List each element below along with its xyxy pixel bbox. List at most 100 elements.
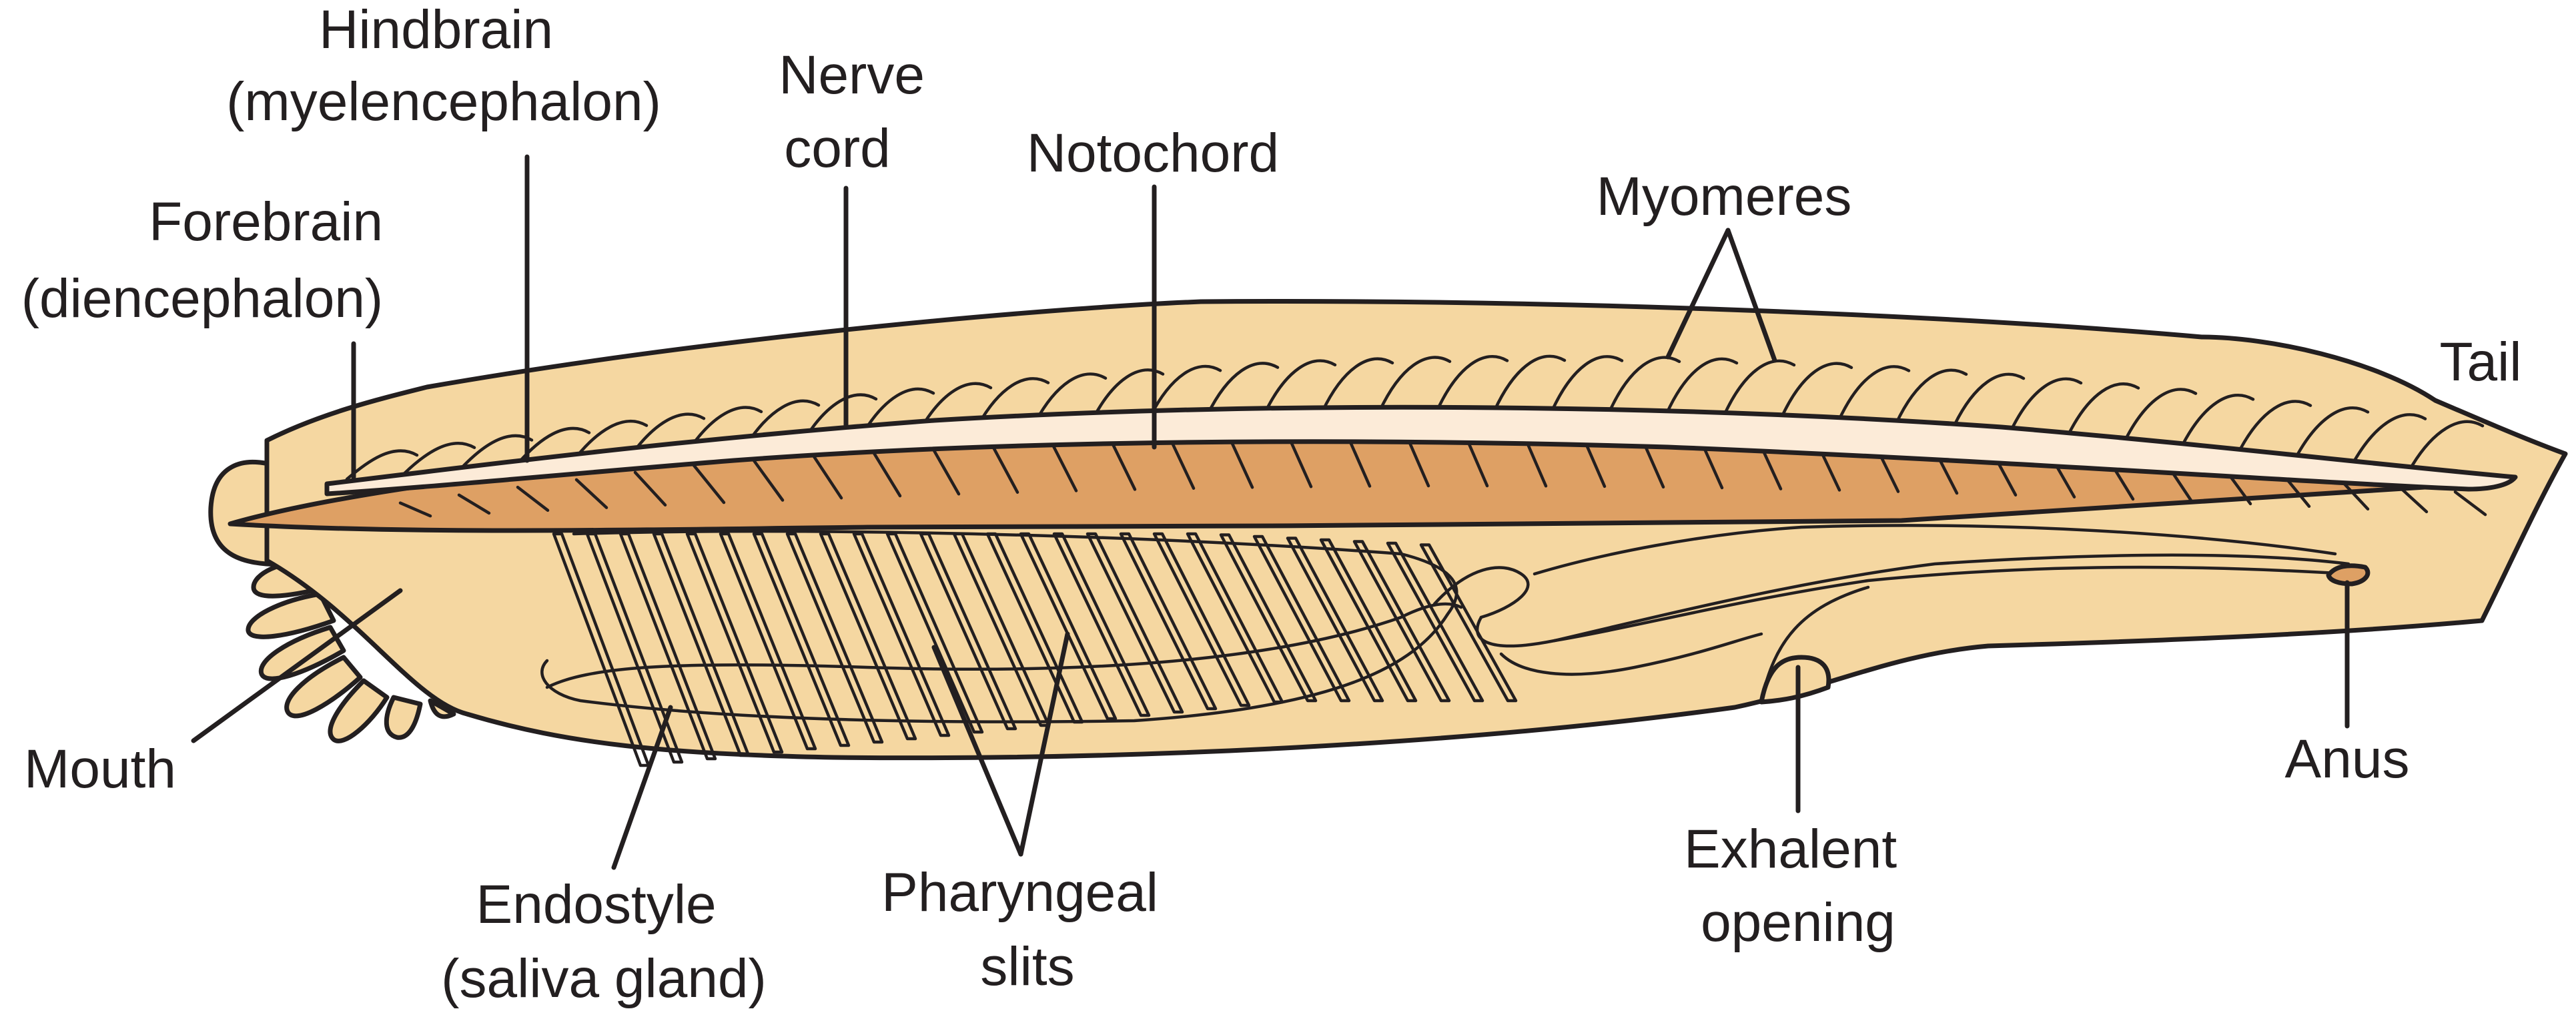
gill-slit bbox=[1086, 532, 1184, 714]
myomere bbox=[1378, 356, 1452, 412]
gill-slit bbox=[685, 532, 784, 754]
endostyle-label-line1: Endostyle bbox=[476, 874, 717, 935]
myomere bbox=[2411, 420, 2485, 466]
endostyle-leader bbox=[611, 705, 673, 870]
gill-slit bbox=[752, 532, 851, 747]
forebrain-label-line2: (diencephalon) bbox=[21, 268, 384, 329]
myomere bbox=[1607, 356, 1681, 414]
myomere bbox=[1320, 357, 1394, 413]
gill-slit bbox=[885, 532, 984, 734]
nerve-cord bbox=[324, 404, 2518, 496]
nerve-cord-label-line2: cord bbox=[784, 118, 891, 179]
notochord-segment bbox=[574, 478, 608, 509]
myomeres-leader-1 bbox=[1665, 228, 1731, 360]
myomere bbox=[1206, 362, 1280, 416]
gill-slit bbox=[1052, 532, 1151, 717]
myomere bbox=[2296, 406, 2370, 456]
notochord-segment bbox=[516, 485, 550, 512]
tail-label-line1: Tail bbox=[2439, 332, 2521, 392]
gill-slit bbox=[985, 532, 1084, 724]
mouth-label: Mouth bbox=[24, 739, 176, 799]
notochord-label: Notochord bbox=[1027, 123, 1279, 184]
notochord-segment bbox=[868, 445, 902, 498]
hindbrain-label: Hindbrain (myelencephalon) bbox=[226, 0, 661, 132]
anus-label-line1: Anus bbox=[2285, 729, 2410, 789]
myomere bbox=[976, 377, 1050, 427]
notochord-label-line1: Notochord bbox=[1027, 123, 1279, 184]
gill-slit bbox=[852, 532, 951, 737]
exhalent-opening-label: Exhalent opening bbox=[1684, 819, 1912, 953]
notochord-segment bbox=[2453, 490, 2487, 517]
myomere bbox=[632, 412, 706, 453]
myomere bbox=[1263, 359, 1337, 414]
forebrain-label: Forebrain (diencephalon) bbox=[21, 192, 398, 329]
myomere bbox=[2238, 400, 2312, 450]
exhalent-opening bbox=[1759, 655, 1831, 705]
pharyngeal-slits-leader-1 bbox=[931, 645, 1023, 857]
leader-lines bbox=[191, 154, 2350, 870]
myomeres-leader-2 bbox=[1725, 228, 1777, 363]
myomere bbox=[1952, 372, 2026, 428]
gill-slit bbox=[719, 532, 817, 751]
notochord-segment bbox=[457, 493, 491, 515]
mouth-label-line1: Mouth bbox=[24, 739, 176, 799]
gut bbox=[1432, 524, 2371, 703]
myomere bbox=[2066, 382, 2140, 436]
gill-slit bbox=[1186, 532, 1284, 704]
exhalent-opening-label-line1: Exhalent bbox=[1684, 819, 1897, 880]
gill-slit bbox=[1119, 532, 1218, 711]
nerve-cord-label: Nerve cord bbox=[779, 45, 940, 179]
myomere bbox=[1722, 359, 1796, 417]
myomere bbox=[2124, 388, 2198, 441]
myomere bbox=[804, 393, 878, 439]
gill-slit bbox=[919, 532, 1017, 731]
gill-slit bbox=[1219, 533, 1318, 703]
oral-cirri bbox=[246, 558, 456, 743]
myomere bbox=[1550, 355, 1624, 413]
myomere bbox=[1837, 365, 1911, 422]
mouth-leader bbox=[191, 588, 403, 743]
myomere bbox=[1894, 368, 1968, 425]
notochord-segment bbox=[2395, 482, 2429, 514]
myomere bbox=[1665, 357, 1739, 415]
myomere bbox=[1435, 355, 1509, 412]
nerve-cord-label-line1: Nerve bbox=[779, 45, 925, 105]
gill-slit bbox=[1419, 543, 1518, 703]
myomere bbox=[1033, 372, 1108, 424]
pharyngeal-slits-label-line1: Pharyngeal bbox=[881, 862, 1158, 923]
notochord-segment bbox=[398, 501, 432, 518]
gill-slit bbox=[585, 532, 684, 764]
endostyle-label-line2: (saliva gland) bbox=[441, 948, 767, 1009]
myomeres-label: Myomeres bbox=[1597, 166, 1852, 227]
myomere bbox=[1492, 354, 1567, 412]
myomere bbox=[919, 382, 993, 430]
myomere bbox=[1779, 362, 1853, 420]
endostyle-label: Endostyle (saliva gland) bbox=[441, 874, 767, 1009]
gill-slit bbox=[1252, 535, 1351, 703]
notochord-segment bbox=[751, 457, 785, 502]
myomere bbox=[689, 406, 763, 448]
myomere bbox=[574, 420, 649, 458]
myomere bbox=[2353, 413, 2427, 461]
myomere bbox=[1148, 364, 1222, 418]
gill-slit bbox=[652, 532, 751, 757]
myomere bbox=[747, 399, 821, 444]
labels: Hindbrain (myelencephalon) Forebrain (di… bbox=[21, 0, 2522, 1009]
myomere bbox=[2181, 394, 2255, 446]
myomeres-label-line1: Myomeres bbox=[1597, 166, 1852, 227]
hindbrain-label-line1: Hindbrain bbox=[319, 0, 553, 60]
pharynx bbox=[540, 530, 1518, 767]
anus-label: Anus bbox=[2285, 729, 2410, 789]
pharyngeal-slits bbox=[552, 532, 1518, 767]
tail-label: Tail bbox=[2439, 332, 2521, 392]
exhalent-opening-label-line2: opening bbox=[1701, 892, 1895, 953]
myomere bbox=[861, 387, 935, 434]
notochord-segment bbox=[692, 464, 726, 504]
anus bbox=[2326, 563, 2371, 587]
gill-slit bbox=[1319, 538, 1418, 703]
gill-slit bbox=[1286, 537, 1384, 703]
gill-slit bbox=[819, 532, 917, 741]
hindbrain-label-line2: (myelencephalon) bbox=[226, 71, 661, 132]
notochord-segment bbox=[809, 450, 843, 500]
